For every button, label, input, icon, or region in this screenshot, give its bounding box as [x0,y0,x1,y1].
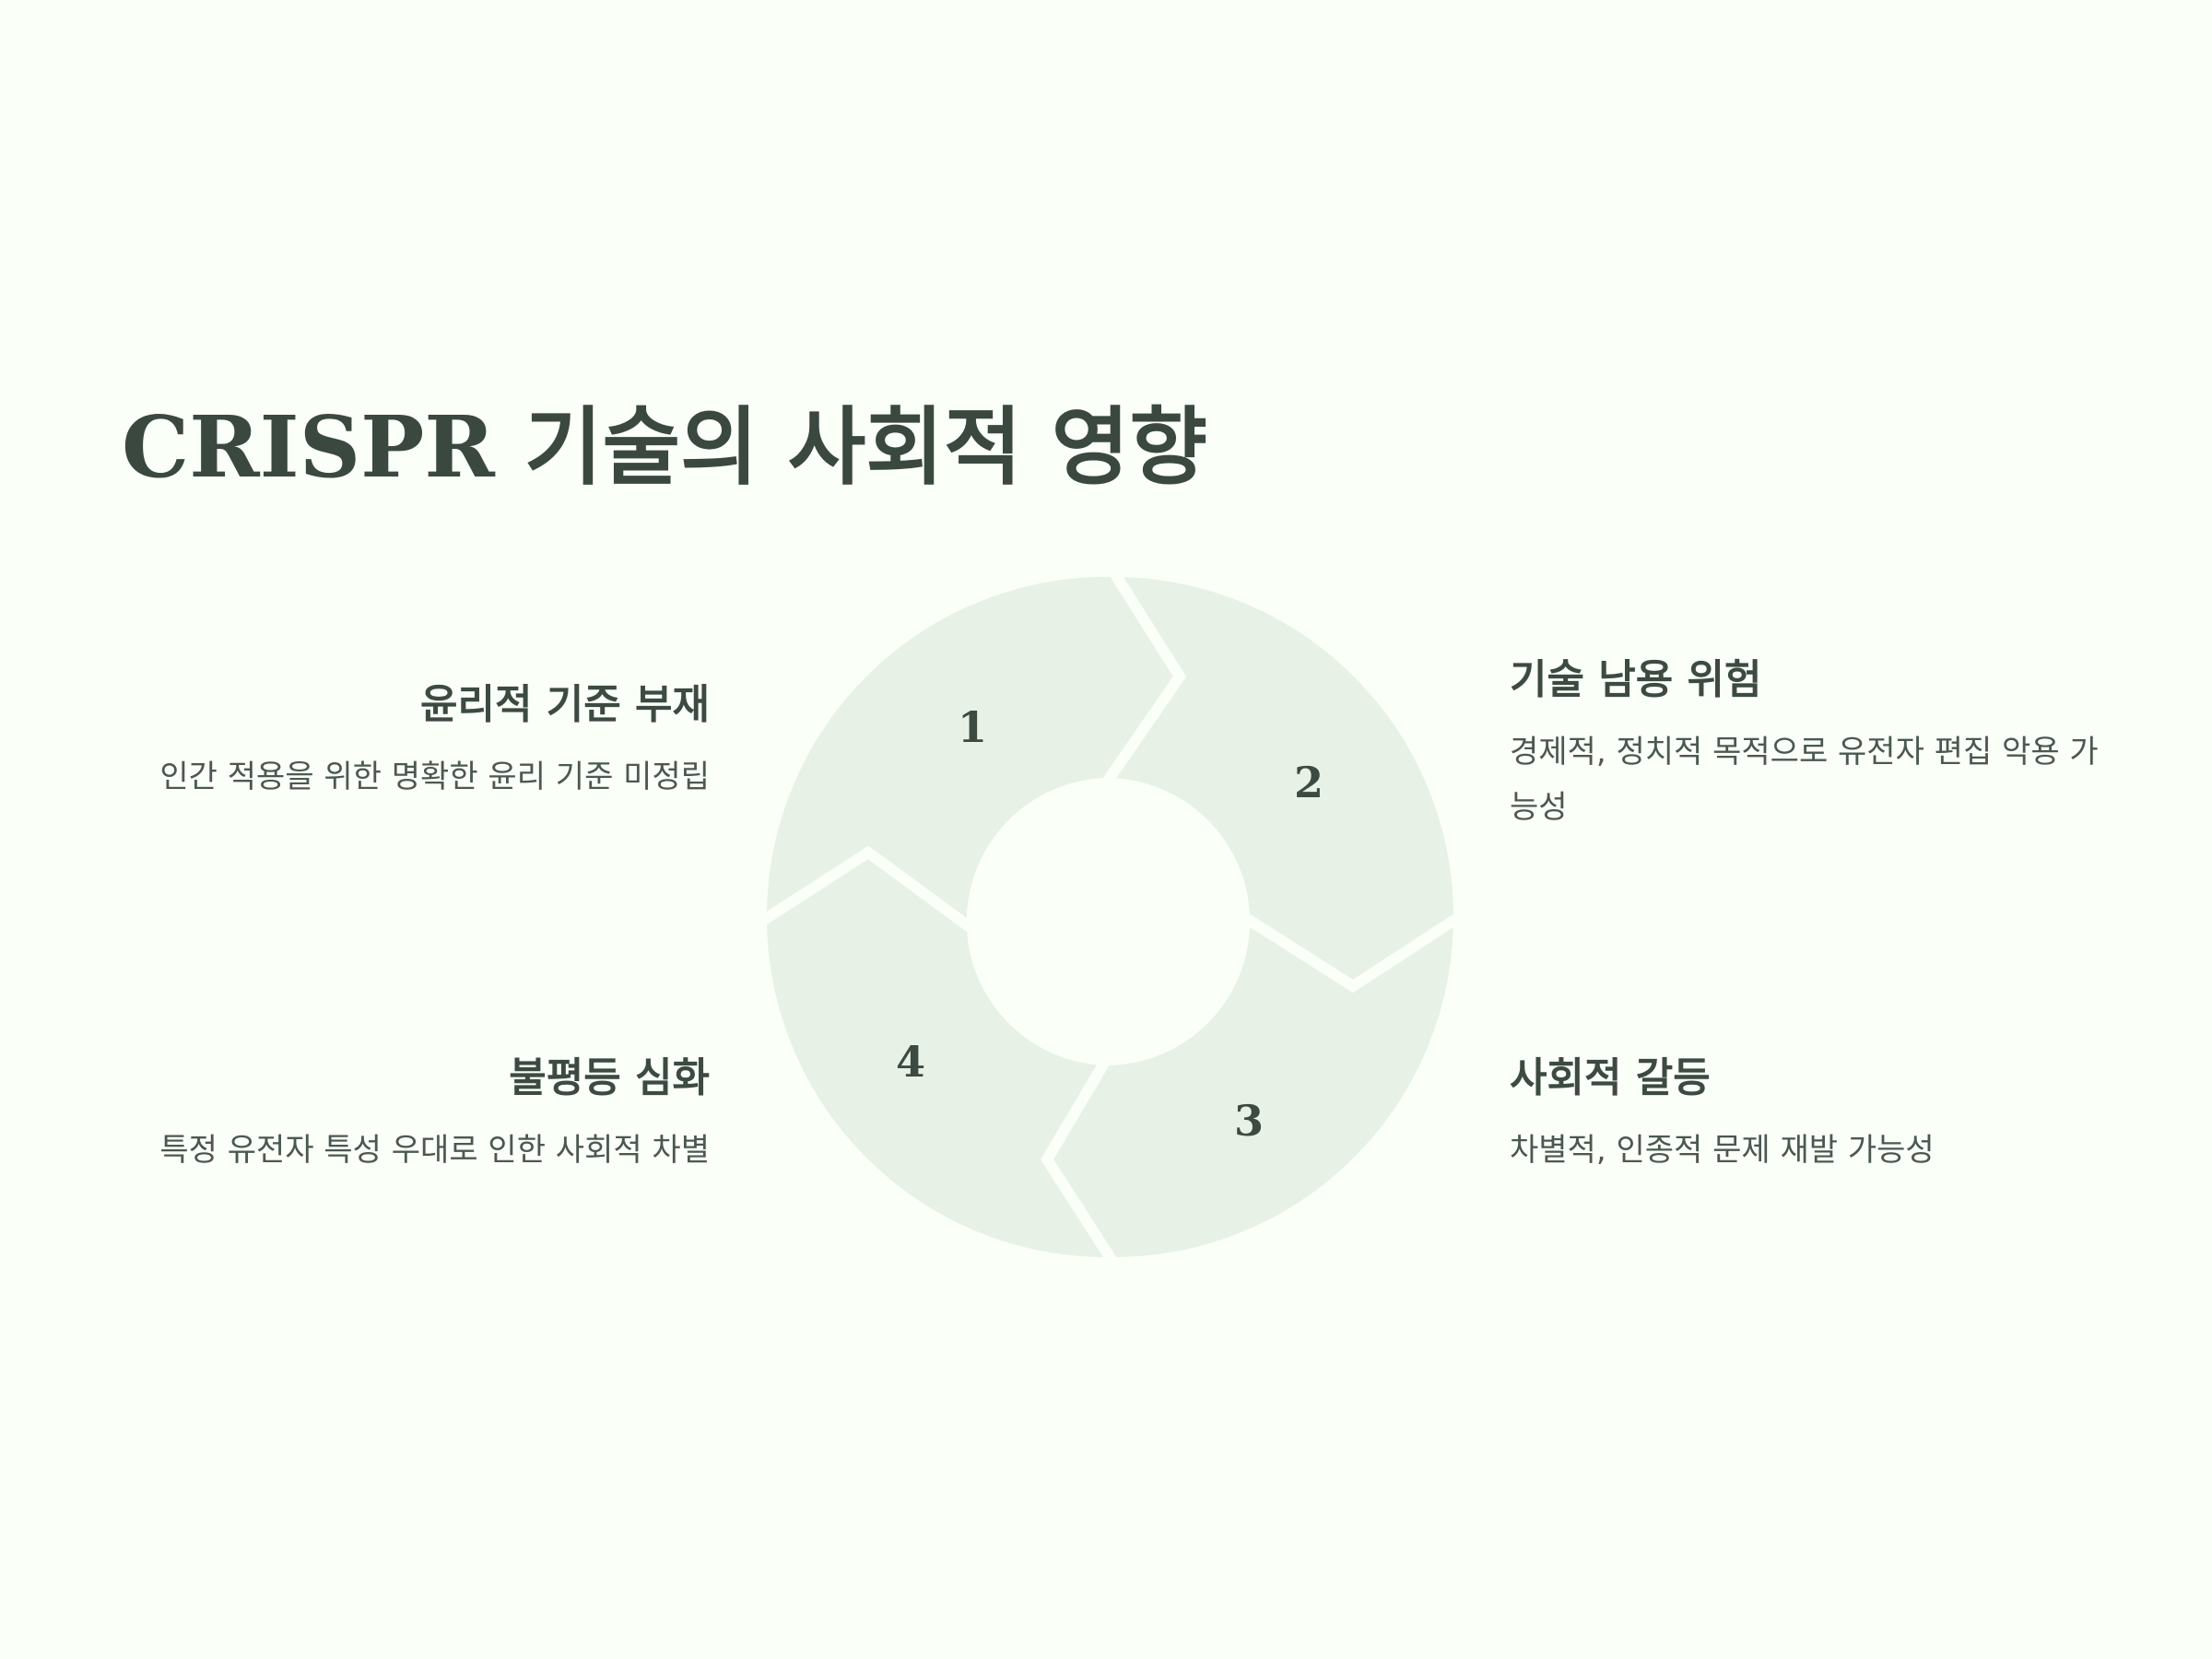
item-description: 인간 적용을 위한 명확한 윤리 기준 미정립 [159,759,710,795]
cycle-segment-2 [1095,565,1465,994]
cycle-item-4: 불평등 심화 특정 유전자 특성 우대로 인한 사회적 차별 [65,1051,710,1178]
cycle-item-1: 윤리적 기준 부재 인간 적용을 위한 명확한 윤리 기준 미정립 [65,677,710,805]
cycle-segment-1 [755,565,1187,941]
item-title: 기술 남용 위험 [1510,656,1762,703]
item-description: 경제적, 정치적 목적으로 유전자 편집 악용 가능성 [1510,734,2099,826]
cycle-item-2: 기술 남용 위험 경제적, 정치적 목적으로 유전자 편집 악용 가능성 [1510,653,2118,835]
segment-number-4: 4 [896,1037,925,1087]
cycle-segment-4 [755,845,1124,1269]
item-title: 사회적 갈등 [1510,1054,1711,1101]
segment-number-2: 2 [1294,758,1324,807]
segment-number-1: 1 [958,702,987,752]
item-description: 차별적, 인종적 문제 재발 가능성 [1510,1132,1935,1169]
cycle-segment-3 [1040,906,1465,1269]
item-title: 윤리적 기준 부재 [420,681,710,728]
segment-number-3: 3 [1234,1096,1264,1146]
item-title: 불평등 심화 [509,1054,710,1101]
cycle-item-3: 사회적 갈등 차별적, 인종적 문제 재발 가능성 [1510,1051,2118,1178]
item-description: 특정 유전자 특성 우대로 인한 사회적 차별 [159,1132,710,1169]
page-title: CRISPR 기술의 사회적 영향 [122,397,1207,497]
